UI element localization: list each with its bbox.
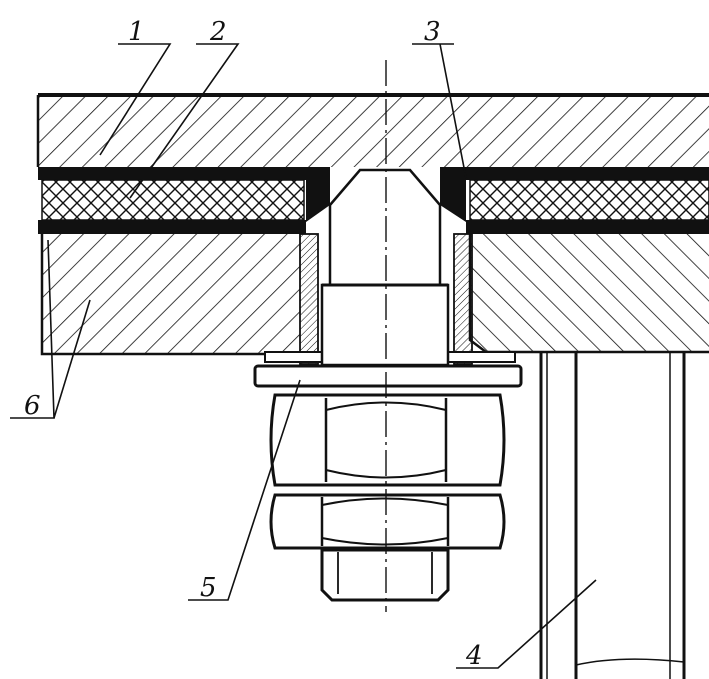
upper-nut <box>269 393 506 487</box>
leader-lines <box>10 43 597 669</box>
bolt-tip <box>320 548 450 602</box>
bottom-plate-left <box>40 234 300 356</box>
top-plate <box>36 93 709 167</box>
lock-nut <box>269 493 506 550</box>
gasket-left <box>38 167 306 234</box>
washer <box>253 364 523 388</box>
label-1: 1 <box>128 17 145 47</box>
label-2: 2 <box>209 17 227 47</box>
label-6: 6 <box>24 391 41 421</box>
countersunk-head <box>306 167 466 287</box>
part-labels: 1 2 3 6 5 4 <box>24 17 483 671</box>
bolt-shank <box>320 283 450 367</box>
gasket-right <box>466 167 709 234</box>
bottom-plate-right <box>468 234 709 354</box>
label-4: 4 <box>465 641 483 671</box>
support-bracket <box>539 352 686 679</box>
label-3: 3 <box>424 17 441 47</box>
label-5: 5 <box>200 573 217 603</box>
